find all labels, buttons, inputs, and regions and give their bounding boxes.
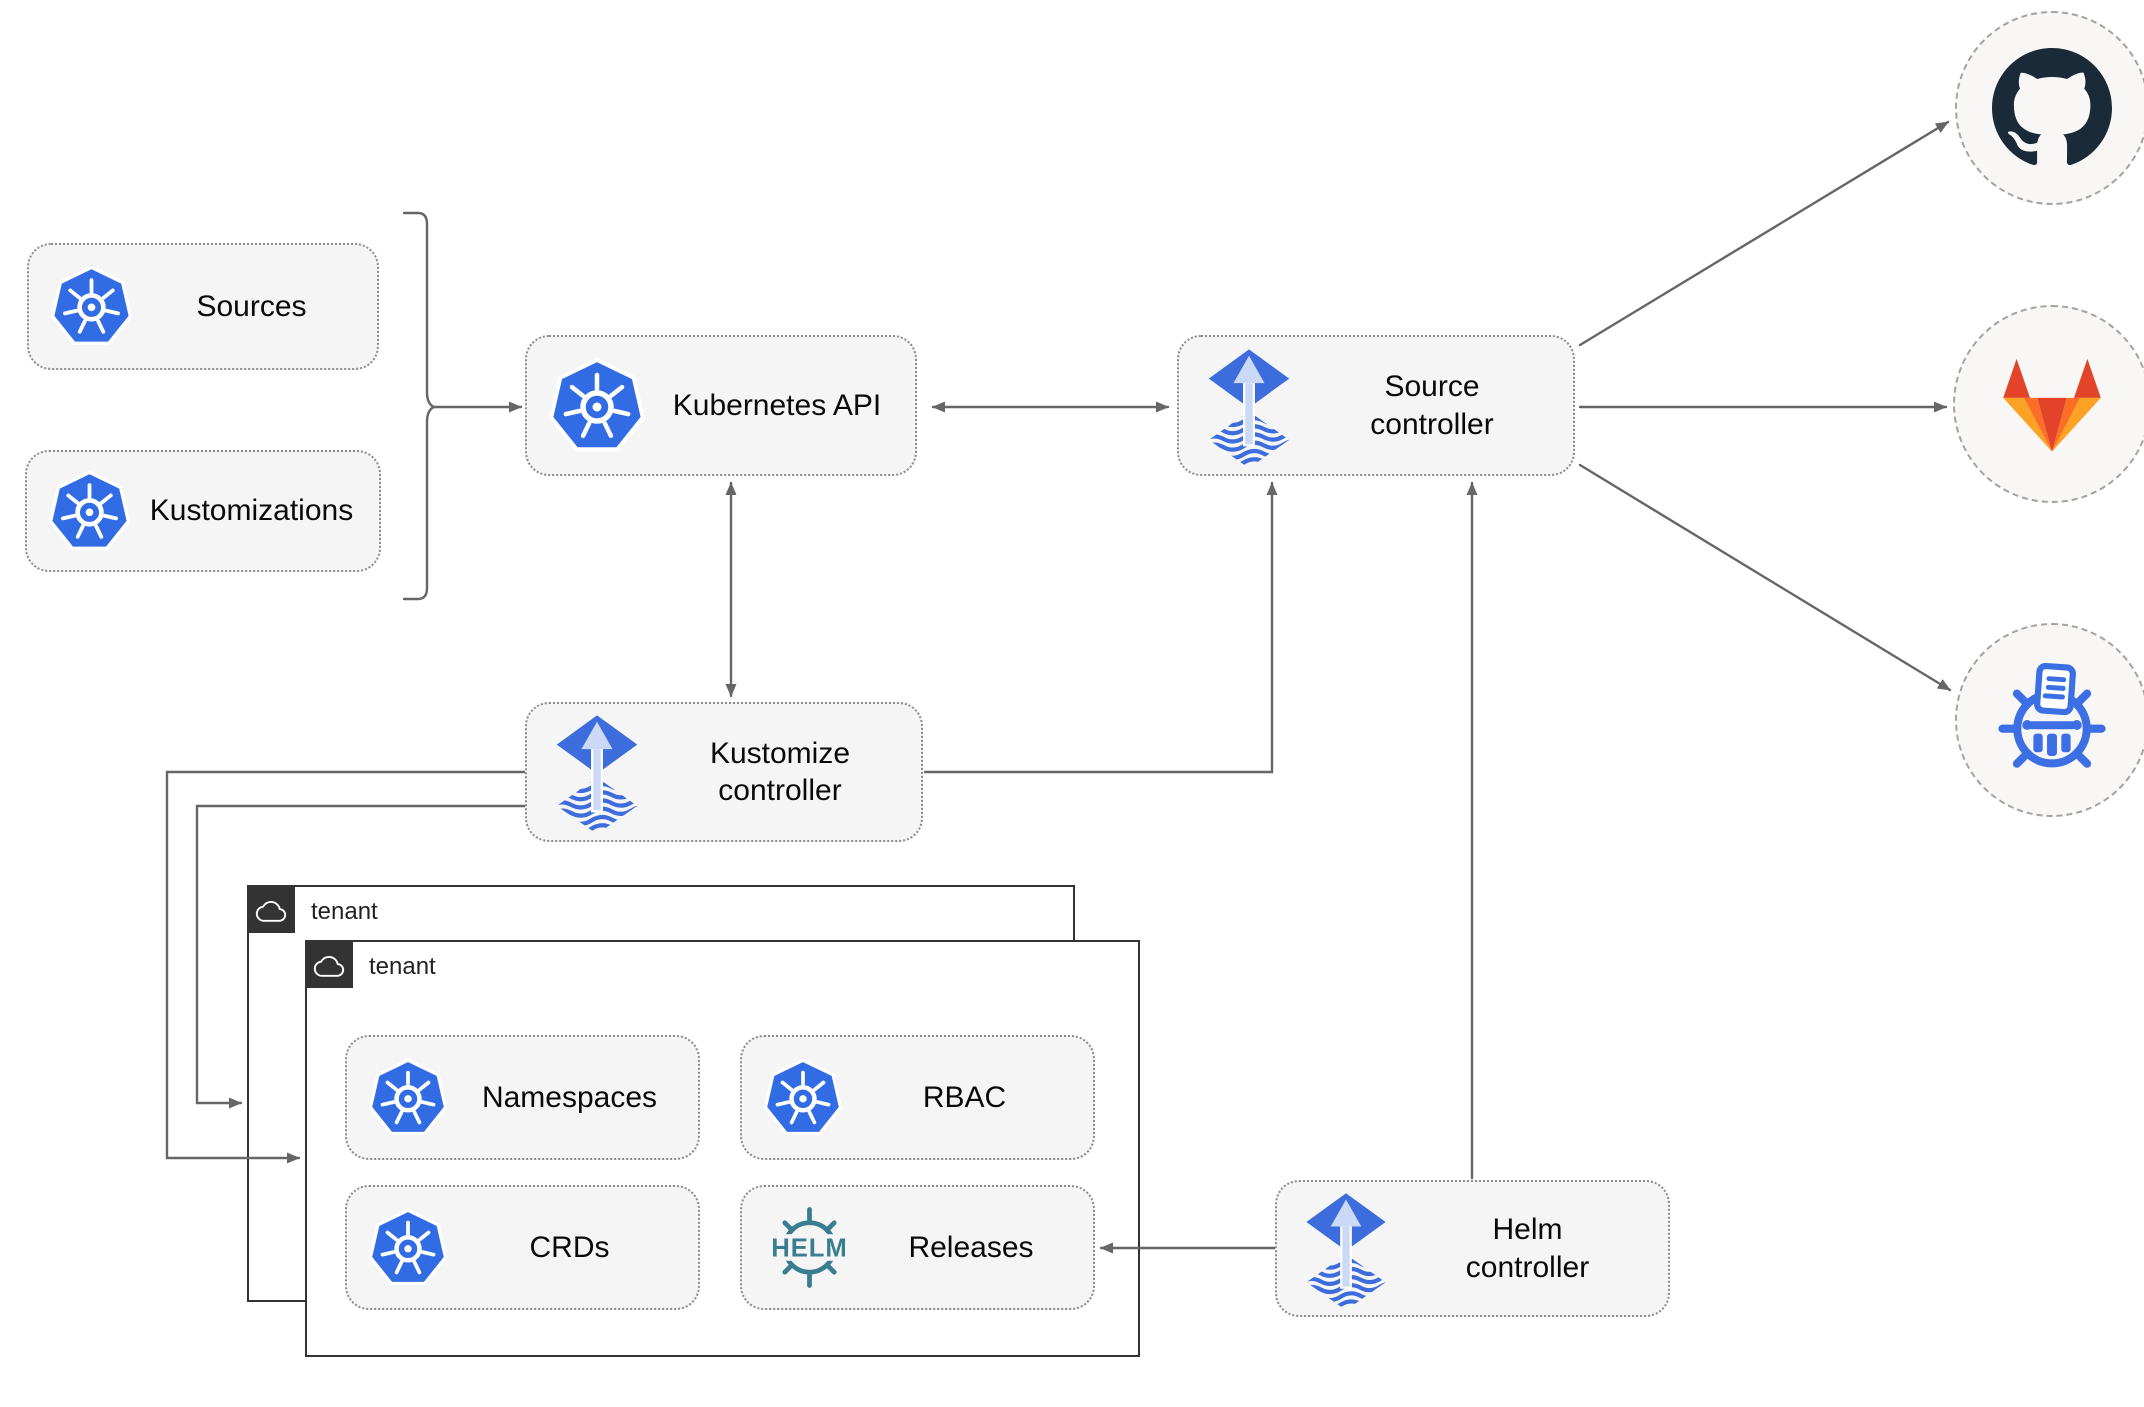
node-sources: Sources xyxy=(27,243,379,370)
kubernetes-icon xyxy=(49,264,134,349)
kubernetes-icon xyxy=(47,469,132,554)
arrow-kustomize-controller-to-source-controller xyxy=(923,481,1278,774)
chartmuseum-icon xyxy=(1998,662,2106,768)
node-helm-controller: Helm controller xyxy=(1275,1180,1670,1317)
node-releases: HELM Releases xyxy=(740,1185,1095,1310)
node-kustomizations: Kustomizations xyxy=(25,450,381,572)
cloud-tag xyxy=(305,940,353,988)
node-crds: CRDs xyxy=(345,1185,700,1310)
node-kubernetes-api: Kubernetes API xyxy=(525,335,917,476)
gitlab-icon xyxy=(2003,358,2101,452)
tenant-label: tenant xyxy=(311,898,378,925)
endpoint-chartmuseum xyxy=(1955,623,2144,817)
arrow-source-controller-to-chartmuseum xyxy=(1578,463,1952,692)
node-label: Releases xyxy=(908,1230,1034,1264)
github-icon xyxy=(1992,48,2112,166)
tenant-label: tenant xyxy=(369,953,436,980)
node-namespaces: Namespaces xyxy=(345,1035,700,1160)
node-label: Helm controller xyxy=(1465,1213,1590,1284)
node-label: Source controller xyxy=(1370,370,1494,441)
flux-icon xyxy=(1297,1186,1395,1312)
node-label: Sources xyxy=(196,289,307,323)
cloud-icon xyxy=(255,900,287,922)
flux-icon xyxy=(547,708,647,836)
node-source-controller: Source controller xyxy=(1177,335,1575,476)
flux-icon xyxy=(1199,342,1299,470)
endpoint-github xyxy=(1955,11,2144,205)
helm-icon: HELM xyxy=(771,1207,848,1288)
bracket-sources-kustomizations xyxy=(402,211,438,601)
kubernetes-icon xyxy=(547,356,647,456)
node-label: Namespaces xyxy=(481,1080,658,1114)
node-label: CRDs xyxy=(529,1230,610,1264)
endpoint-gitlab xyxy=(1953,305,2144,503)
node-rbac: RBAC xyxy=(740,1035,1095,1160)
node-kustomize-controller: Kustomize controller xyxy=(525,702,923,842)
kubernetes-icon xyxy=(762,1057,844,1139)
helm-wordmark: HELM xyxy=(771,1234,847,1262)
node-label: Kubernetes API xyxy=(672,388,882,422)
kubernetes-icon xyxy=(367,1057,449,1139)
kubernetes-icon xyxy=(367,1207,449,1289)
node-label: Kustomizations xyxy=(149,494,354,528)
node-label: RBAC xyxy=(922,1080,1007,1114)
cloud-tag xyxy=(247,885,295,933)
arrow-source-controller-to-github xyxy=(1578,120,1950,347)
node-label: Kustomize controller xyxy=(709,736,851,808)
cloud-icon xyxy=(313,955,345,977)
